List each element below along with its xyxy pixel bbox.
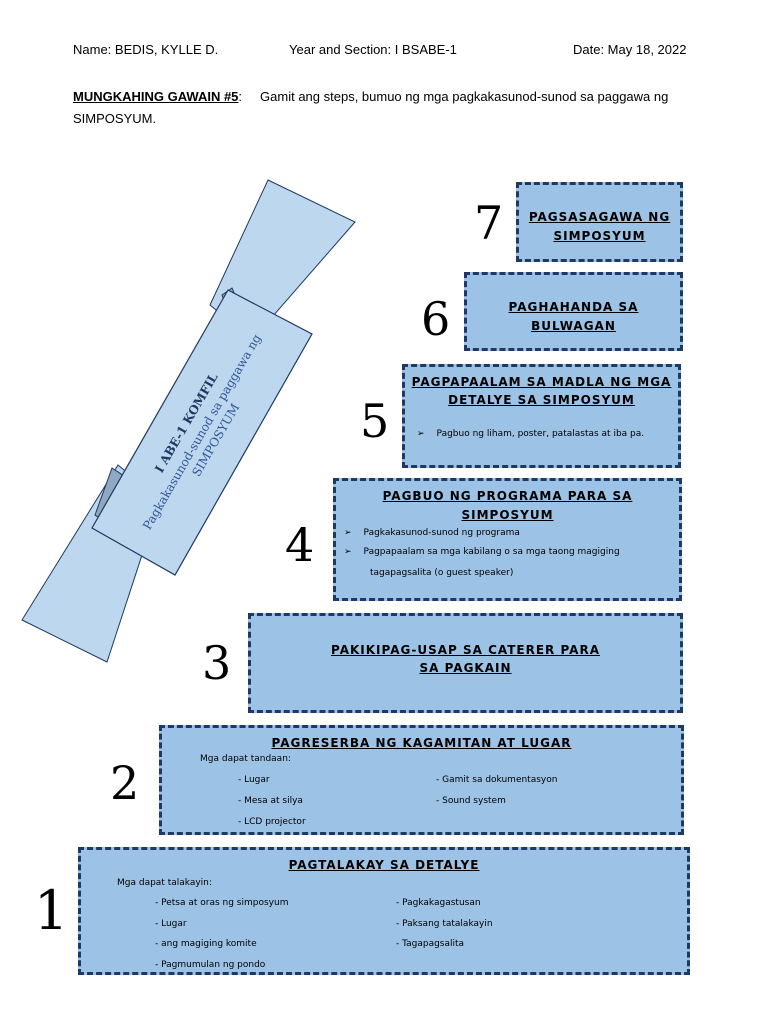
step-6-number: 6: [421, 292, 451, 346]
step-7-number: 7: [474, 196, 504, 250]
step-1-number: 1: [34, 879, 69, 942]
step-7-box: PAGSASAGAWA NG SIMPOSYUM: [516, 182, 683, 262]
step-2-intro: Mga dapat tandaan:: [200, 754, 291, 764]
step-4-bullet-1: Pagkakasunod-sunod ng programa: [344, 528, 520, 538]
step-1-intro: Mga dapat talakayin:: [117, 878, 212, 888]
step-2-left-2: - Mesa at silya: [238, 796, 303, 806]
step-2-number: 2: [110, 756, 140, 810]
banner-ribbon: I ABE-1 KOMFIL Pagkakasunod-sunod sa pag…: [21, 179, 356, 663]
step-2-left-3: - LCD projector: [238, 817, 306, 827]
step-1-left-1: - Petsa at oras ng simposyum: [155, 898, 289, 908]
step-4-title-line2: SIMPOSYUM: [461, 508, 554, 522]
step-2-right-2: - Sound system: [436, 796, 506, 806]
step-7-title-line2: SIMPOSYUM: [553, 229, 646, 243]
task-instruction: MUNGKAHING GAWAIN #5:Gamit ang steps, bu…: [73, 86, 713, 130]
year-section: Year and Section: I BSABE-1: [289, 42, 457, 57]
step-3-number: 3: [202, 636, 232, 690]
step-4-bullet-2-cont: tagapagsalita (o guest speaker): [370, 568, 514, 578]
step-6-box: PAGHAHANDA SA BULWAGAN: [464, 272, 683, 351]
step-1-right-3: - Tagapagsalita: [396, 939, 465, 949]
task-colon: :: [238, 89, 243, 104]
step-5-title-line1: PAGPAPAALAM SA MADLA NG MGA: [411, 375, 672, 389]
step-4-bullet-2: Pagpapaalam sa mga kabilang o sa mga tao…: [344, 547, 620, 557]
step-5-title-line2: DETALYE SA SIMPOSYUM: [448, 393, 635, 407]
student-name: Name: BEDIS, KYLLE D.: [73, 42, 219, 57]
step-1-left-3: - ang magiging komite: [155, 939, 257, 949]
step-4-box: PAGBUO NG PROGRAMA PARA SA SIMPOSYUM Pag…: [333, 478, 682, 601]
step-1-left-2: - Lugar: [155, 919, 187, 929]
step-4-title-line1: PAGBUO NG PROGRAMA PARA SA: [382, 489, 633, 503]
step-2-box: PAGRESERBA NG KAGAMITAN AT LUGAR Mga dap…: [159, 725, 684, 835]
banner-body: [91, 289, 313, 576]
step-1-title: PAGTALAKAY SA DETALYE: [288, 858, 480, 872]
step-1-right-1: - Pagkakagastusan: [396, 898, 481, 908]
step-1-right-2: - Paksang tatalakayin: [396, 919, 493, 929]
task-text: Gamit ang steps, bumuo ng mga pagkakasun…: [73, 89, 669, 126]
step-5-bullet-1: Pagbuo ng liham, poster, patalastas at i…: [417, 429, 645, 439]
step-5-box: PAGPAPAALAM SA MADLA NG MGA DETALYE SA S…: [402, 364, 681, 468]
step-1-box: PAGTALAKAY SA DETALYE Mga dapat talakayi…: [78, 847, 690, 975]
step-2-right-1: - Gamit sa dokumentasyon: [436, 775, 558, 785]
step-6-title-line1: PAGHAHANDA SA: [508, 300, 639, 314]
date: Date: May 18, 2022: [573, 42, 687, 57]
step-2-title: PAGRESERBA NG KAGAMITAN AT LUGAR: [271, 736, 572, 750]
task-label: MUNGKAHING GAWAIN #5: [73, 89, 239, 104]
step-4-number: 4: [285, 518, 315, 572]
step-3-title-line2: SA PAGKAIN: [419, 661, 512, 675]
step-5-number: 5: [360, 394, 390, 448]
step-2-left-1: - Lugar: [238, 775, 270, 785]
step-1-left-4: - Pagmumulan ng pondo: [155, 960, 266, 970]
step-6-title-line2: BULWAGAN: [531, 319, 616, 333]
step-7-title-line1: PAGSASAGAWA NG: [528, 210, 671, 224]
step-3-title-line1: PAKIKIPAG-USAP SA CATERER PARA: [331, 643, 600, 657]
step-3-box: PAKIKIPAG-USAP SA CATERER PARA SA PAGKAI…: [248, 613, 683, 713]
